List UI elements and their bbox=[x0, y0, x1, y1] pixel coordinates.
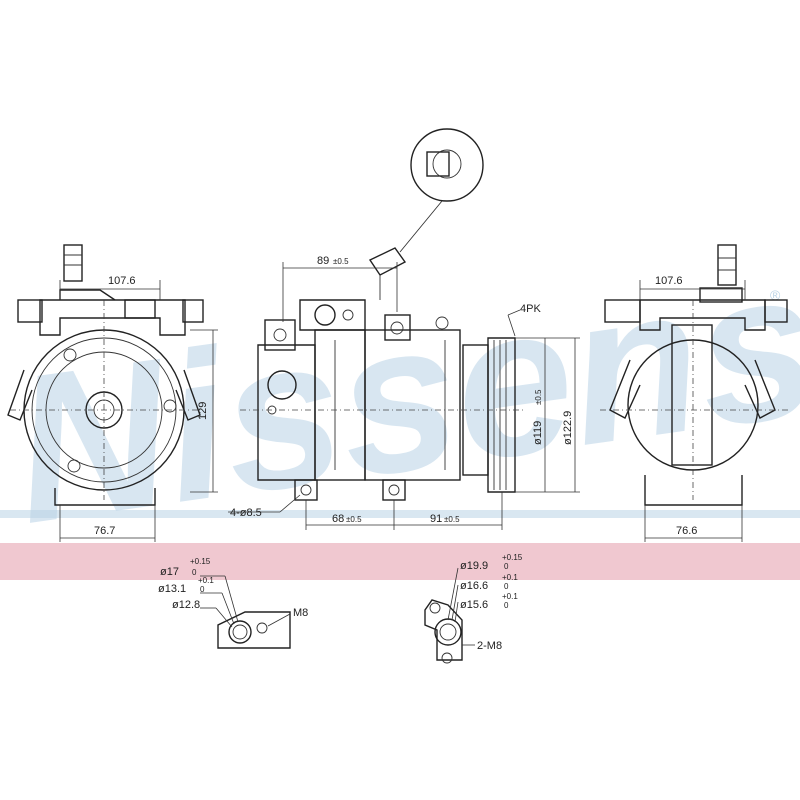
port-right-d1-tol-dn: 0 bbox=[504, 562, 509, 571]
port-right-d3-tol-dn: 0 bbox=[504, 601, 509, 610]
port-left-d2: ø13.1 bbox=[158, 583, 186, 595]
pulley-d1-label: ø119 bbox=[532, 421, 544, 445]
port-right-d3-tol-up: +0.1 bbox=[502, 592, 518, 601]
right-view: 107.6 76.6 bbox=[600, 244, 790, 542]
port-right-thread: 2-M8 bbox=[477, 640, 502, 652]
pink-band bbox=[0, 543, 800, 580]
right-base-label: 76.6 bbox=[676, 525, 697, 537]
right-connector bbox=[717, 244, 737, 286]
pulley-d1-tol: ±0.5 bbox=[534, 389, 543, 405]
port-left-d2-tol-dn: 0 bbox=[200, 585, 205, 594]
port-left-d1: ø17 bbox=[160, 566, 179, 578]
left-base-label: 76.7 bbox=[94, 525, 115, 537]
watermark-registered-mark: ® bbox=[770, 287, 781, 303]
port-left-d1-tol-up: +0.15 bbox=[190, 557, 211, 566]
port-right-d2-tol-dn: 0 bbox=[504, 582, 509, 591]
left-height-label: 129 bbox=[197, 402, 209, 420]
base-left-label: 68 bbox=[332, 513, 344, 525]
port-right-d1-tol-up: +0.15 bbox=[502, 553, 523, 562]
port-left-d3: ø12.8 bbox=[172, 599, 200, 611]
connector-dim-label: 89 bbox=[317, 255, 329, 267]
center-view: 89 ±0.5 4PK ø119 ±0.5 ø122.9 4-ø8.5 68 ±… bbox=[228, 128, 580, 530]
base-right-label: 91 bbox=[430, 513, 442, 525]
port-right-d3: ø15.6 bbox=[460, 599, 488, 611]
detail-connector-circle bbox=[410, 128, 484, 202]
left-connector bbox=[63, 244, 83, 282]
left-width-label: 107.6 bbox=[108, 275, 136, 287]
mount-hole-label: 4-ø8.5 bbox=[230, 507, 262, 519]
left-view: 107.6 129 76.7 bbox=[7, 244, 218, 542]
base-right-tol: ±0.5 bbox=[444, 515, 460, 524]
right-width-label: 107.6 bbox=[655, 275, 683, 287]
port-left-thread: M8 bbox=[293, 607, 308, 619]
port-left-detail: ø17 +0.15 0 ø13.1 +0.1 0 ø12.8 M8 bbox=[158, 557, 308, 649]
port-right-d2: ø16.6 bbox=[460, 580, 488, 592]
belt-label: 4PK bbox=[520, 303, 541, 315]
port-left-d2-tol-up: +0.1 bbox=[198, 576, 214, 585]
port-right-d1: ø19.9 bbox=[460, 560, 488, 572]
pulley-d2-label: ø122.9 bbox=[562, 411, 574, 445]
connector-dim-tol: ±0.5 bbox=[333, 257, 349, 266]
port-right-d2-tol-up: +0.1 bbox=[502, 573, 518, 582]
watermark-band bbox=[0, 510, 800, 518]
port-left-d1-tol-dn: 0 bbox=[192, 568, 197, 577]
port-right-detail: ø19.9 +0.15 0 ø16.6 +0.1 0 ø15.6 +0.1 0 … bbox=[424, 553, 523, 664]
base-left-tol: ±0.5 bbox=[346, 515, 362, 524]
